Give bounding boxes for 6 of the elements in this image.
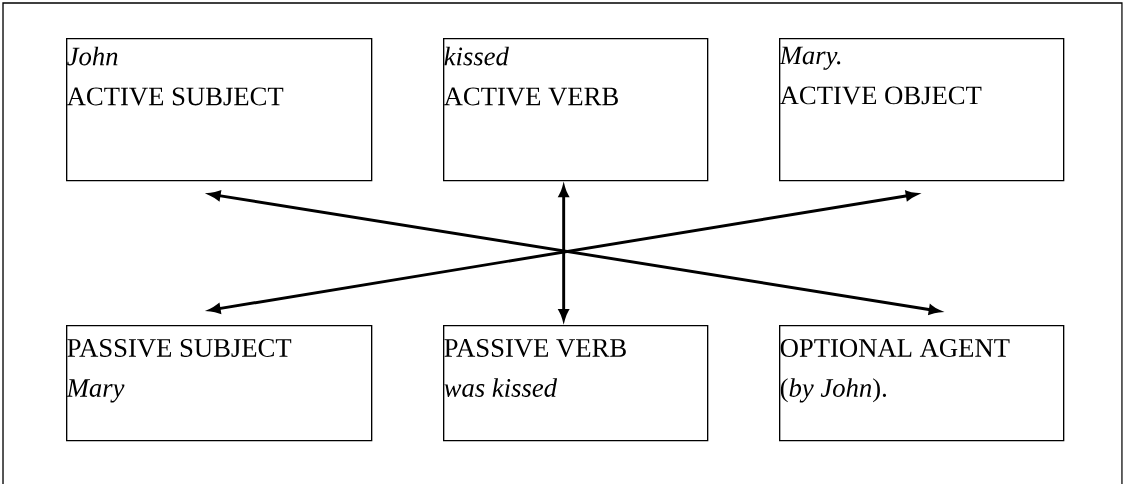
text-box: kissed ACTIVE VERB [443, 38, 709, 182]
text-box: Mary. ACTIVE OBJECT [779, 38, 1065, 182]
text-box: John ACTIVE SUBJECT [66, 38, 373, 182]
text-box: PASSIVE SUBJECT Mary [66, 325, 373, 442]
text-box: OPTIONAL AGENT (by John). [779, 325, 1065, 442]
text-box: PASSIVE VERB was kissed [443, 325, 709, 442]
